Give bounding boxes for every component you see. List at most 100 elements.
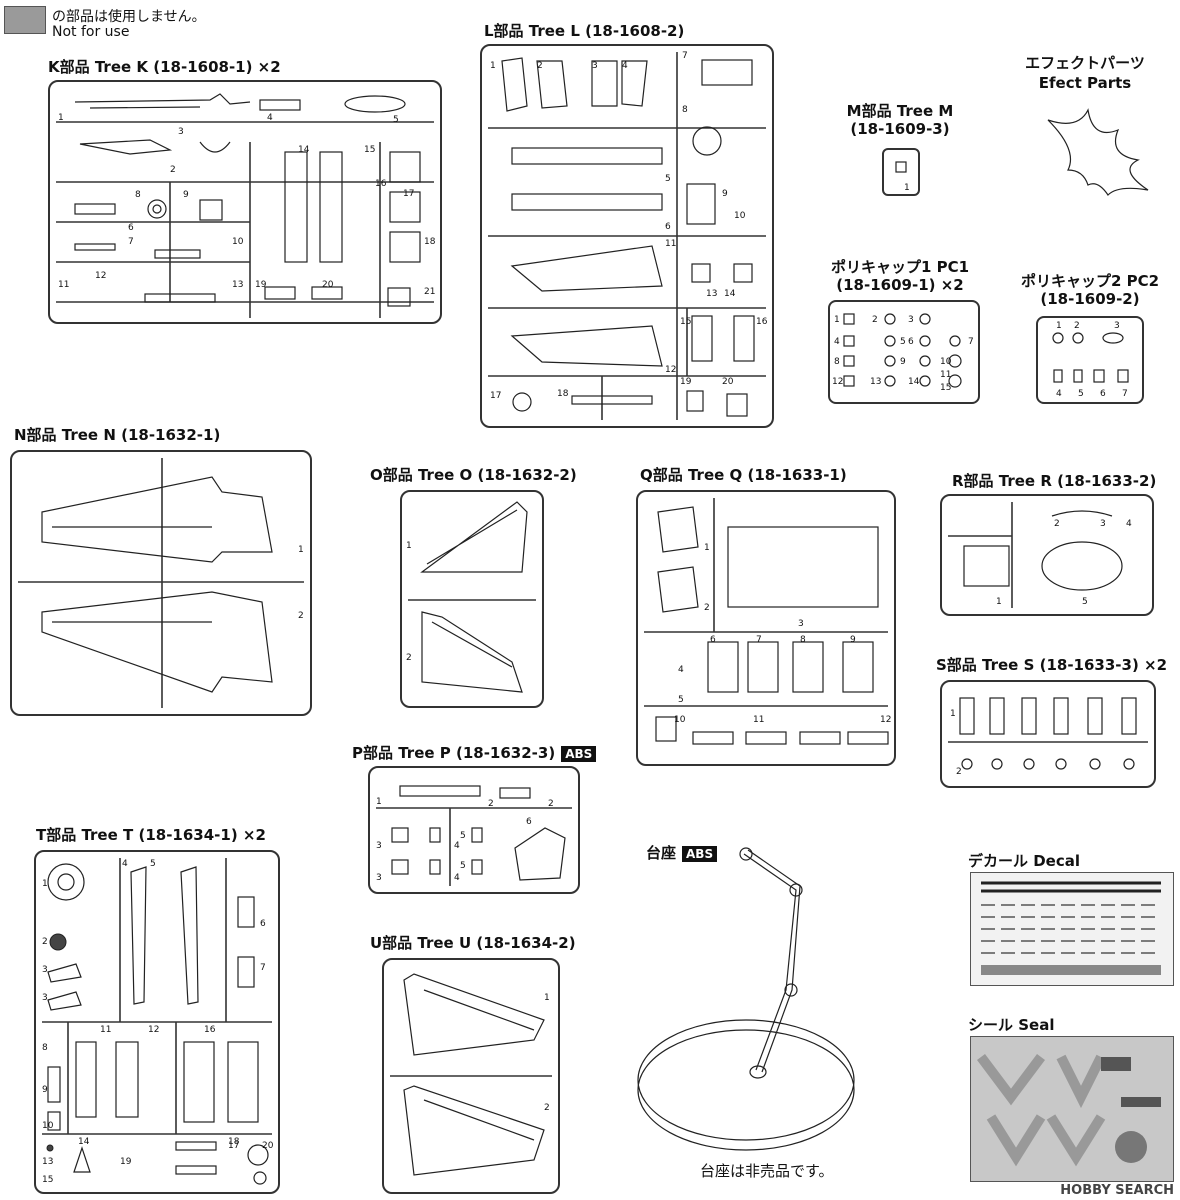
svg-text:11: 11 <box>940 370 951 380</box>
svg-text:15: 15 <box>680 317 691 327</box>
seal-title: シール Seal <box>968 1016 1055 1034</box>
svg-text:14: 14 <box>724 289 736 299</box>
svg-text:15: 15 <box>42 1175 53 1185</box>
tree-pc1-title: ポリキャップ1 PC1 <box>830 258 970 276</box>
svg-text:2: 2 <box>956 767 962 777</box>
svg-text:5: 5 <box>1078 389 1084 399</box>
svg-text:1: 1 <box>42 879 48 889</box>
svg-text:11: 11 <box>58 280 69 290</box>
svg-text:9: 9 <box>722 189 728 199</box>
svg-text:3: 3 <box>908 315 914 325</box>
stand-note: 台座は非売品です。 <box>700 1162 834 1180</box>
tree-pc2-title: ポリキャップ2 PC2 <box>1020 272 1160 290</box>
svg-text:4: 4 <box>122 859 128 869</box>
svg-text:3: 3 <box>376 873 382 883</box>
svg-text:2: 2 <box>170 165 176 175</box>
svg-text:6: 6 <box>665 222 671 232</box>
svg-text:9: 9 <box>900 357 906 367</box>
svg-text:12: 12 <box>880 715 891 725</box>
tree-m-drawing: 1 <box>895 161 910 193</box>
svg-text:3: 3 <box>42 993 48 1003</box>
svg-text:20: 20 <box>322 280 334 290</box>
tree-m-code: (18-1609-3) <box>850 120 950 138</box>
svg-text:20: 20 <box>722 377 734 387</box>
svg-text:2: 2 <box>298 611 304 621</box>
stand-title-text: 台座 <box>646 844 677 862</box>
svg-text:19: 19 <box>255 280 267 290</box>
svg-text:13: 13 <box>232 280 243 290</box>
svg-text:20: 20 <box>262 1141 274 1151</box>
svg-text:17: 17 <box>228 1141 239 1151</box>
svg-text:3: 3 <box>376 841 382 851</box>
svg-text:14: 14 <box>78 1137 90 1147</box>
svg-text:12: 12 <box>148 1025 159 1035</box>
tree-p-abs-badge: ABS <box>561 745 597 762</box>
watermark: HOBBY SEARCH <box>1060 1183 1174 1198</box>
svg-text:18: 18 <box>557 389 569 399</box>
svg-text:4: 4 <box>678 665 684 675</box>
svg-text:9: 9 <box>850 635 856 645</box>
tree-o-drawing: 12 <box>406 501 536 693</box>
svg-text:5: 5 <box>678 695 684 705</box>
svg-text:3: 3 <box>1100 519 1106 529</box>
svg-text:4: 4 <box>1056 389 1062 399</box>
svg-text:19: 19 <box>680 377 692 387</box>
svg-text:1: 1 <box>704 543 710 553</box>
svg-text:5: 5 <box>393 115 399 125</box>
svg-text:7: 7 <box>682 51 688 61</box>
svg-text:3: 3 <box>1114 321 1120 331</box>
svg-text:16: 16 <box>375 179 387 189</box>
effect-title-jp: エフェクトパーツ <box>1025 54 1145 72</box>
svg-text:5: 5 <box>900 337 906 347</box>
svg-text:3: 3 <box>592 61 598 71</box>
decal-sheet-drawing <box>981 881 1161 975</box>
svg-text:12: 12 <box>832 377 843 387</box>
svg-text:5: 5 <box>460 861 466 871</box>
svg-text:7: 7 <box>1122 389 1128 399</box>
svg-text:3: 3 <box>798 619 804 629</box>
seal-sheet <box>970 1036 1174 1182</box>
svg-text:3: 3 <box>178 127 184 137</box>
svg-text:8: 8 <box>42 1043 48 1053</box>
tree-m-title: M部品 Tree M <box>846 102 954 120</box>
display-stand-drawing <box>637 847 855 1151</box>
svg-text:10: 10 <box>674 715 686 725</box>
svg-text:2: 2 <box>544 1103 550 1113</box>
svg-text:1: 1 <box>950 709 956 719</box>
svg-text:13: 13 <box>870 377 881 387</box>
tree-u-title: U部品 Tree U (18-1634-2) <box>370 934 576 952</box>
svg-text:19: 19 <box>120 1157 132 1167</box>
svg-text:1: 1 <box>298 545 304 555</box>
decal-title: デカール Decal <box>968 852 1081 870</box>
svg-text:15: 15 <box>940 383 951 393</box>
svg-text:10: 10 <box>232 237 244 247</box>
svg-text:4: 4 <box>1126 519 1132 529</box>
svg-text:8: 8 <box>800 635 806 645</box>
svg-text:4: 4 <box>267 113 273 123</box>
svg-text:18: 18 <box>424 237 436 247</box>
svg-text:18: 18 <box>228 1137 240 1147</box>
svg-text:8: 8 <box>135 190 141 200</box>
svg-text:6: 6 <box>710 635 716 645</box>
tree-pc1-code: (18-1609-1) ×2 <box>836 276 964 294</box>
svg-text:2: 2 <box>704 603 710 613</box>
svg-text:2: 2 <box>548 799 554 809</box>
tree-q-title: Q部品 Tree Q (18-1633-1) <box>640 466 847 484</box>
svg-text:1: 1 <box>58 113 64 123</box>
svg-text:10: 10 <box>940 357 952 367</box>
svg-text:5: 5 <box>665 174 671 184</box>
svg-text:13: 13 <box>42 1157 53 1167</box>
svg-text:3: 3 <box>42 965 48 975</box>
